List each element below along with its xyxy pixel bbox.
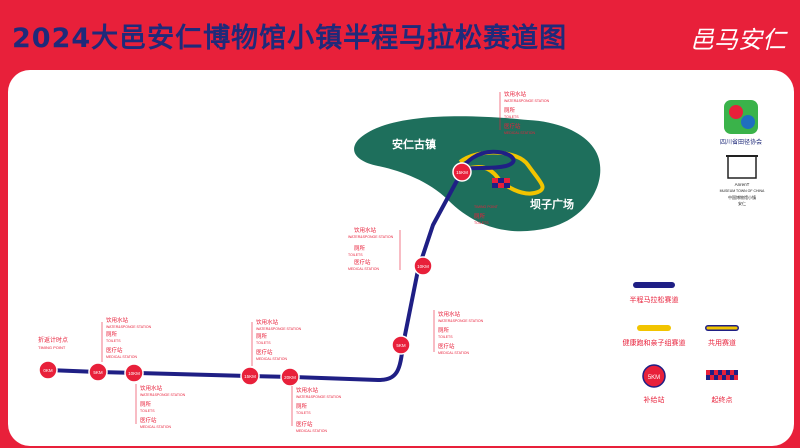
svg-text:厕所: 厕所 bbox=[504, 106, 516, 114]
svg-text:饮用水站: 饮用水站 bbox=[504, 90, 527, 98]
svg-text:医疗站: 医疗站 bbox=[504, 122, 521, 130]
svg-text:厕所: 厕所 bbox=[438, 326, 450, 334]
km-marker: 15KM bbox=[452, 162, 472, 182]
svg-text:15KM: 15KM bbox=[456, 170, 468, 175]
station-info-group: TIMING POINT 厕所 TOILETS bbox=[474, 205, 499, 225]
old-town-label: 安仁古镇 bbox=[392, 137, 436, 151]
athletics-association-logo: 四川省田径协会 bbox=[720, 100, 762, 146]
map-panel: 安仁古镇 坝子广场 0KM 5KM 10KM 15KM 20KM 5KM 10K… bbox=[8, 70, 794, 446]
svg-text:医疗站: 医疗站 bbox=[354, 258, 371, 266]
square-label: 坝子广场 bbox=[530, 197, 574, 211]
svg-text:TOILETS: TOILETS bbox=[438, 335, 453, 339]
association-text: 四川省田径协会 bbox=[720, 138, 762, 146]
svg-text:WATER&SPONGE STATION: WATER&SPONGE STATION bbox=[348, 235, 394, 239]
km-marker: 10KM bbox=[124, 363, 144, 383]
svg-text:WATER&SPONGE STATION: WATER&SPONGE STATION bbox=[140, 393, 186, 397]
station-info-group: 饮用水站 WATER&SPONGE STATION 厕所 TOILETS 医疗站… bbox=[433, 310, 484, 355]
svg-text:TOILETS: TOILETS bbox=[140, 409, 155, 413]
km-marker: 0KM bbox=[38, 360, 58, 380]
svg-text:TOILETS: TOILETS bbox=[106, 339, 121, 343]
svg-text:10KM: 10KM bbox=[417, 264, 429, 269]
legend-supply-icon-text: 5KM bbox=[648, 375, 660, 381]
svg-text:MEDICAL STATION: MEDICAL STATION bbox=[504, 131, 536, 135]
svg-text:MEDICAL STATION: MEDICAL STATION bbox=[296, 429, 328, 433]
svg-text:MUSEUM TOWN OF CHINA: MUSEUM TOWN OF CHINA bbox=[720, 189, 765, 193]
svg-text:饮用水站: 饮用水站 bbox=[354, 226, 377, 234]
timing-point-label: 折返计时点 bbox=[38, 336, 68, 344]
svg-text:TOILETS: TOILETS bbox=[256, 341, 271, 345]
station-info-group: 饮用水站 WATER&SPONGE STATION 厕所 TOILETS 医疗站… bbox=[291, 386, 342, 433]
km-marker: 5KM bbox=[88, 362, 108, 382]
svg-text:医疗站: 医疗站 bbox=[296, 420, 313, 428]
museum-town-logo: AnrenT MUSEUM TOWN OF CHINA 中国博物馆小镇 安仁 bbox=[720, 155, 765, 206]
svg-text:中国博物馆小镇: 中国博物馆小镇 bbox=[728, 194, 756, 200]
svg-text:15KM: 15KM bbox=[244, 374, 256, 379]
legend-shared: 共用赛道 bbox=[708, 338, 736, 347]
svg-text:AnrenT: AnrenT bbox=[735, 182, 750, 187]
svg-text:MEDICAL STATION: MEDICAL STATION bbox=[140, 425, 172, 429]
svg-text:医疗站: 医疗站 bbox=[438, 342, 455, 350]
station-info-group: 饮用水站 WATER&SPONGE STATION 厕所 TOILETS 医疗站… bbox=[499, 90, 550, 135]
station-info-group: 饮用水站 WATER&SPONGE STATION 厕所 TOILETS 医疗站… bbox=[251, 318, 302, 366]
svg-text:厕所: 厕所 bbox=[256, 332, 268, 340]
svg-text:厕所: 厕所 bbox=[474, 212, 486, 220]
svg-text:WATER&SPONGE STATION: WATER&SPONGE STATION bbox=[438, 319, 484, 323]
svg-text:医疗站: 医疗站 bbox=[140, 416, 157, 424]
old-town-area bbox=[354, 116, 601, 232]
svg-text:厕所: 厕所 bbox=[354, 244, 366, 252]
legend-supply: 补给站 bbox=[644, 395, 665, 404]
svg-text:MEDICAL STATION: MEDICAL STATION bbox=[256, 357, 288, 361]
svg-text:MEDICAL STATION: MEDICAL STATION bbox=[106, 355, 138, 359]
svg-text:饮用水站: 饮用水站 bbox=[256, 318, 279, 326]
km-marker: 10KM bbox=[413, 256, 433, 276]
svg-text:安仁: 安仁 bbox=[738, 200, 746, 206]
svg-text:10KM: 10KM bbox=[128, 371, 140, 376]
svg-text:WATER&SPONGE STATION: WATER&SPONGE STATION bbox=[106, 325, 152, 329]
svg-text:TOILETS: TOILETS bbox=[296, 411, 311, 415]
legend: 半程马拉松赛道 健康跑和亲子组赛道 共用赛道 5KM 补给站 bbox=[623, 282, 739, 404]
svg-text:饮用水站: 饮用水站 bbox=[140, 384, 163, 392]
km-marker: 5KM bbox=[391, 335, 411, 355]
svg-text:5KM: 5KM bbox=[93, 370, 103, 375]
svg-text:厕所: 厕所 bbox=[140, 400, 152, 408]
legend-fun-run: 健康跑和亲子组赛道 bbox=[623, 338, 686, 347]
svg-text:WATER&SPONGE STATION: WATER&SPONGE STATION bbox=[256, 327, 302, 331]
svg-text:MEDICAL STATION: MEDICAL STATION bbox=[438, 351, 470, 355]
svg-text:WATER&SPONGE STATION: WATER&SPONGE STATION bbox=[504, 99, 550, 103]
svg-text:WATER&SPONGE STATION: WATER&SPONGE STATION bbox=[296, 395, 342, 399]
station-info-group: 饮用水站 WATER&SPONGE STATION 厕所 TOILETS 医疗站… bbox=[135, 384, 186, 429]
route-map: 安仁古镇 坝子广场 0KM 5KM 10KM 15KM 20KM 5KM 10K… bbox=[38, 90, 765, 433]
svg-text:20KM: 20KM bbox=[284, 375, 296, 380]
svg-text:饮用水站: 饮用水站 bbox=[106, 316, 129, 324]
timing-point-sub: TIMING POINT bbox=[38, 345, 66, 350]
svg-text:TOILETS: TOILETS bbox=[504, 115, 519, 119]
svg-text:厕所: 厕所 bbox=[296, 402, 308, 410]
svg-text:TOILETS: TOILETS bbox=[348, 253, 363, 257]
svg-text:医疗站: 医疗站 bbox=[256, 348, 273, 356]
start-finish-marker bbox=[492, 178, 510, 188]
svg-text:医疗站: 医疗站 bbox=[106, 346, 123, 354]
svg-text:MEDICAL STATION: MEDICAL STATION bbox=[348, 267, 380, 271]
svg-text:饮用水站: 饮用水站 bbox=[438, 310, 461, 318]
svg-text:饮用水站: 饮用水站 bbox=[296, 386, 319, 394]
svg-text:厕所: 厕所 bbox=[106, 330, 118, 338]
svg-text:TOILETS: TOILETS bbox=[474, 221, 489, 225]
legend-start-end: 起终点 bbox=[712, 395, 733, 404]
km-marker: 20KM bbox=[280, 367, 300, 387]
svg-text:5KM: 5KM bbox=[396, 343, 406, 348]
station-info-group: 饮用水站 WATER&SPONGE STATION 厕所 TOILETS 医疗站… bbox=[101, 316, 152, 362]
svg-text:TIMING POINT: TIMING POINT bbox=[474, 205, 499, 209]
brand-calligraphy: 邑马安仁 bbox=[690, 26, 786, 54]
legend-start-end-swatch bbox=[706, 370, 738, 380]
legend-half-marathon: 半程马拉松赛道 bbox=[630, 295, 679, 304]
page-title: 2024大邑安仁博物馆小镇半程马拉松赛道图 bbox=[12, 23, 568, 54]
svg-text:0KM: 0KM bbox=[43, 368, 53, 373]
half-marathon-route bbox=[47, 149, 516, 382]
station-info-group: 饮用水站 WATER&SPONGE STATION 厕所 TOILETS 医疗站… bbox=[348, 226, 401, 271]
km-marker: 15KM bbox=[240, 366, 260, 386]
legend-supply-icon bbox=[642, 364, 666, 388]
